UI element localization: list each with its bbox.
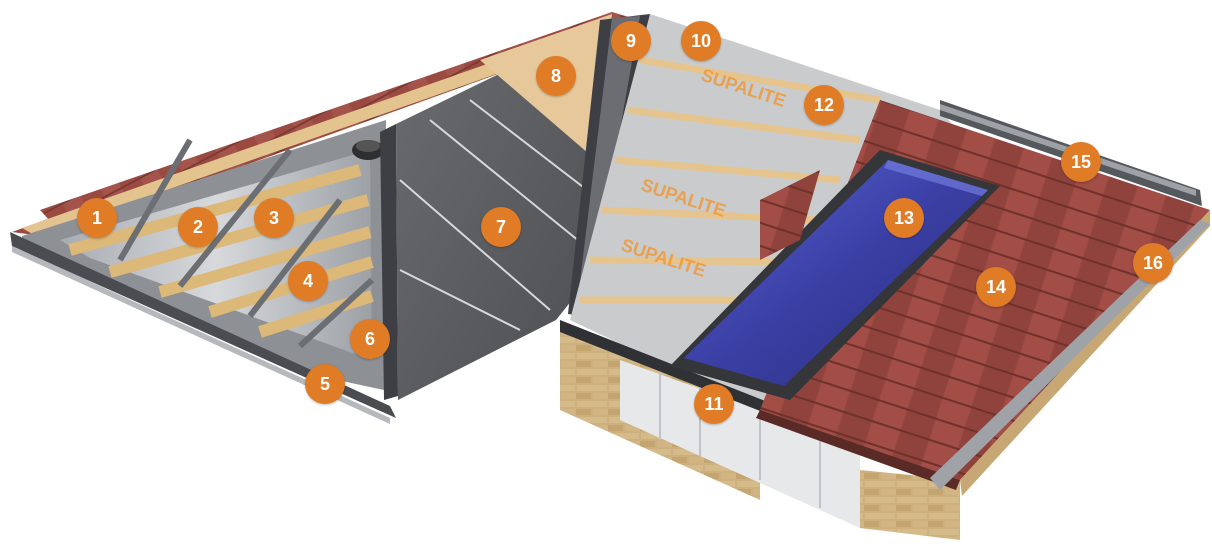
marker-8-label: 8 — [550, 65, 561, 86]
marker-10-label: 10 — [690, 30, 712, 51]
marker-3[interactable]: 3 — [254, 198, 294, 238]
marker-2[interactable]: 2 — [178, 207, 218, 247]
marker-1-label: 1 — [91, 207, 102, 228]
marker-9-label: 9 — [625, 30, 636, 51]
marker-1[interactable]: 1 — [77, 198, 117, 238]
marker-13[interactable]: 13 — [884, 198, 924, 238]
marker-12-label: 12 — [813, 94, 835, 115]
marker-2-label: 2 — [192, 216, 203, 237]
marker-5[interactable]: 5 — [305, 364, 345, 404]
marker-16-label: 16 — [1142, 252, 1164, 273]
marker-14[interactable]: 14 — [976, 267, 1016, 307]
marker-7[interactable]: 7 — [481, 207, 521, 247]
marker-8[interactable]: 8 — [536, 56, 576, 96]
marker-12[interactable]: 12 — [804, 85, 844, 125]
marker-13-label: 13 — [893, 207, 915, 228]
marker-7-label: 7 — [495, 216, 506, 237]
marker-16[interactable]: 16 — [1133, 243, 1173, 283]
marker-11-label: 11 — [704, 393, 724, 414]
marker-14-label: 14 — [985, 276, 1007, 297]
marker-9[interactable]: 9 — [611, 21, 651, 61]
marker-6[interactable]: 6 — [350, 319, 390, 359]
marker-3-label: 3 — [268, 207, 279, 228]
marker-6-label: 6 — [364, 328, 375, 349]
marker-11[interactable]: 11 — [694, 384, 734, 424]
marker-15[interactable]: 15 — [1061, 142, 1101, 182]
marker-4-label: 4 — [302, 270, 313, 291]
marker-10[interactable]: 10 — [681, 21, 721, 61]
marker-5-label: 5 — [319, 373, 330, 394]
marker-15-label: 15 — [1070, 151, 1092, 172]
marker-4[interactable]: 4 — [288, 261, 328, 301]
